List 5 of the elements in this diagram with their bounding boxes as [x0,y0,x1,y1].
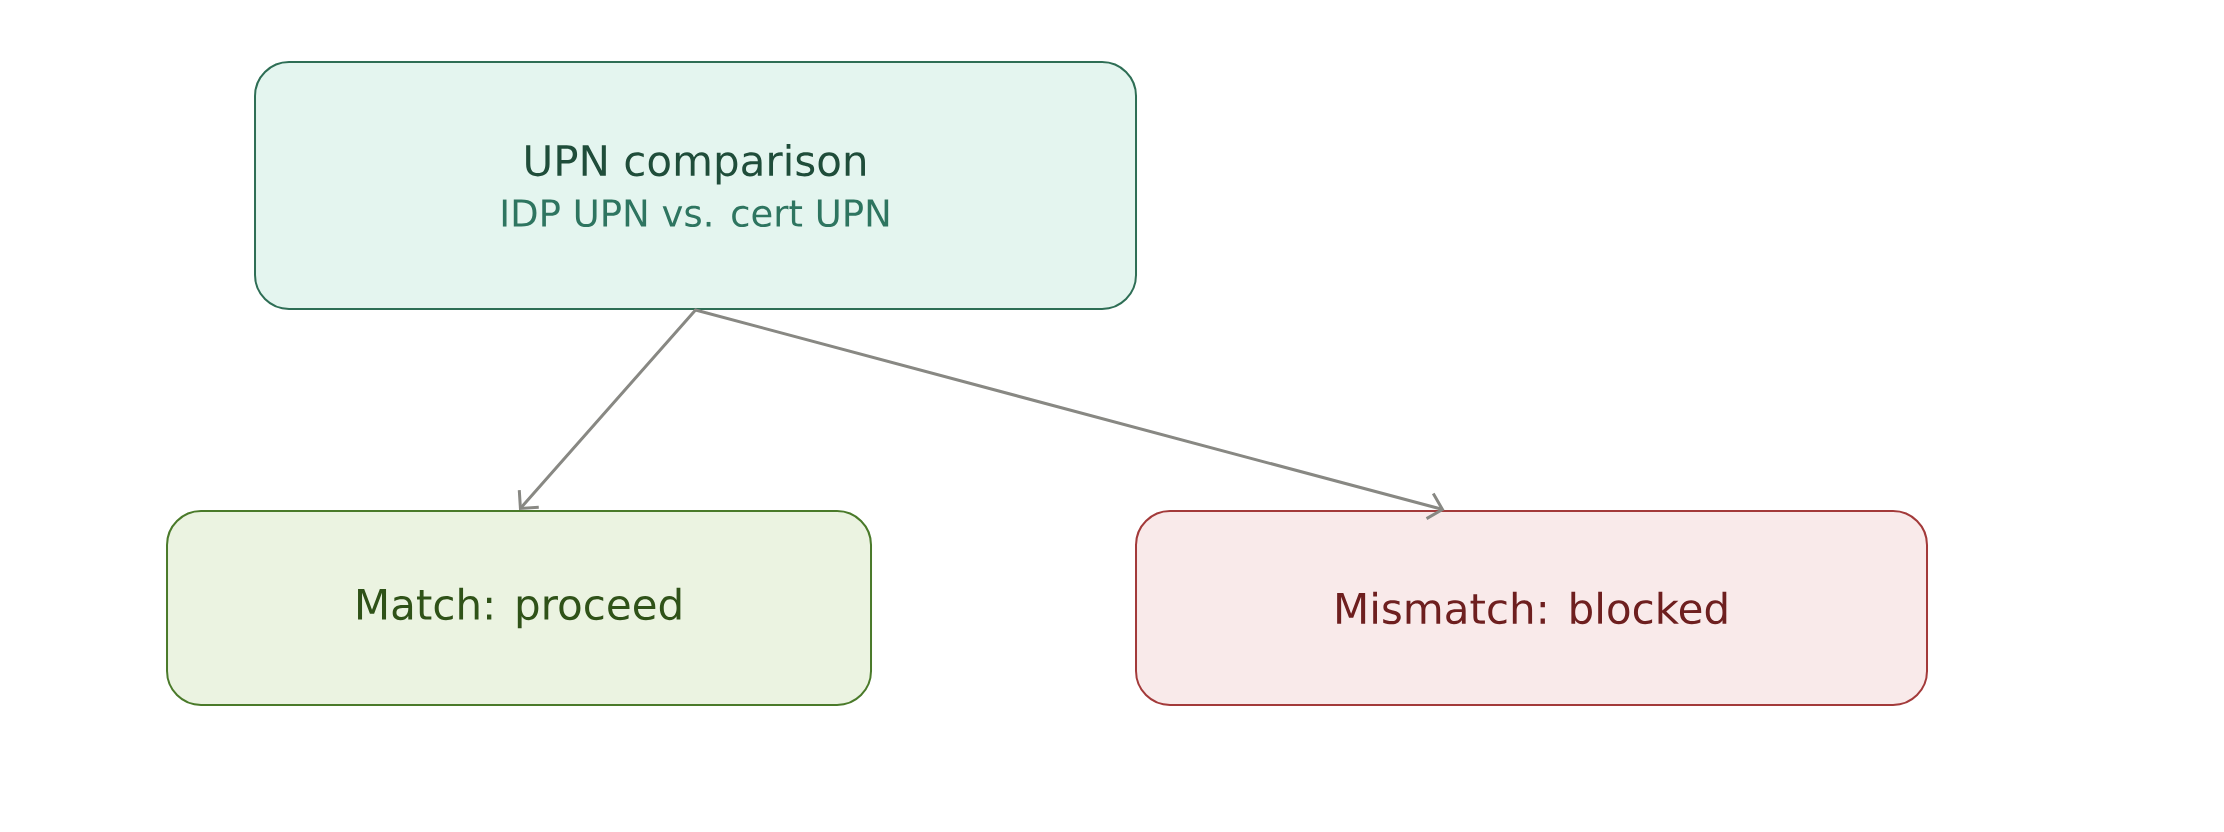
arrow [694,308,1445,520]
process-box: UPN comparison IDP UPN vs. cert UPN [254,61,1137,310]
outcome-box: Match: proceed [166,510,872,706]
arrow [517,308,697,510]
outcome-box: Mismatch: blocked [1135,510,1928,706]
